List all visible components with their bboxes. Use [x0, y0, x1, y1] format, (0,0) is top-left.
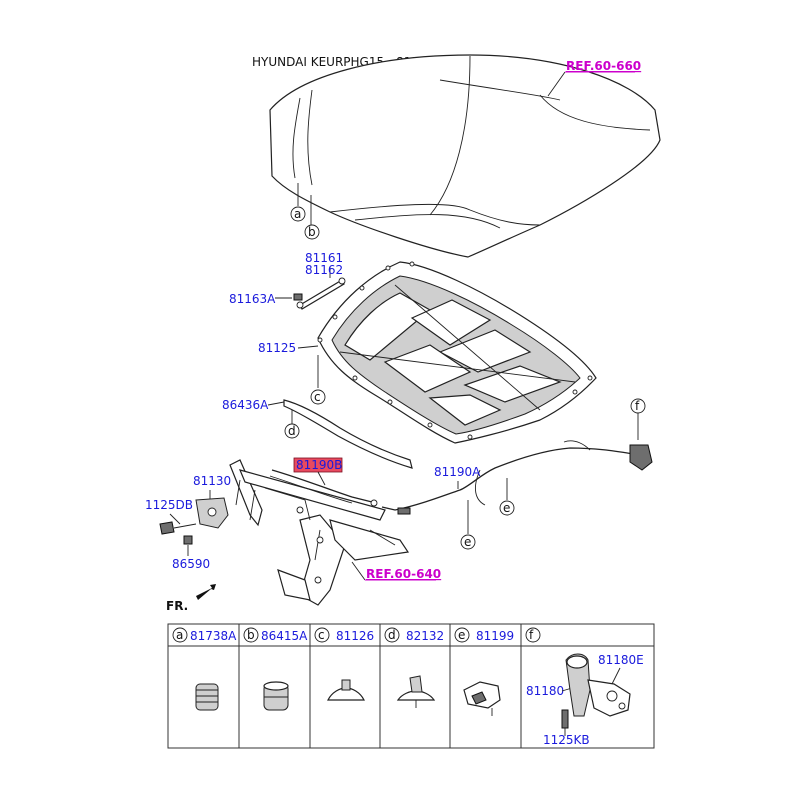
callout-f-letter: f	[635, 399, 640, 413]
callout-e-circle-2	[499, 500, 515, 516]
legend-cell-b: b 86415A	[243, 627, 308, 643]
callout-e-letter-2: e	[503, 501, 510, 515]
callout-d-circle	[284, 423, 300, 439]
legend-part-86415A[interactable]: 86415A	[261, 629, 308, 643]
ref-bottom[interactable]: REF.60-640	[366, 567, 441, 581]
release-handle	[629, 444, 653, 471]
legend-cell-d: d 82132	[384, 627, 444, 643]
callout-86590[interactable]: 86590	[172, 557, 210, 571]
legend-cell-f: f	[525, 627, 541, 643]
callout-81130[interactable]: 81130	[193, 474, 231, 488]
callout-1125DB[interactable]: 1125DB	[145, 498, 193, 512]
legend-part-82132[interactable]: 82132	[406, 629, 444, 643]
legend-part-81738A[interactable]: 81738A	[190, 629, 237, 643]
legend-part-1125KB[interactable]: 1125KB	[543, 733, 590, 747]
front-label: FR.	[166, 599, 188, 613]
svg-text:a: a	[176, 628, 183, 642]
svg-text:e: e	[458, 628, 465, 642]
callout-b-circle	[304, 224, 320, 240]
hood-lift-rod	[299, 279, 345, 310]
bolt-1125DB	[159, 521, 175, 535]
legend-part-81180E[interactable]: 81180E	[598, 653, 644, 667]
callout-81125[interactable]: 81125	[258, 341, 296, 355]
hood-inner-panel	[317, 261, 597, 444]
front-arrow-icon	[196, 584, 216, 600]
callout-86436A[interactable]: 86436A	[222, 398, 269, 412]
callout-81190A[interactable]: 81190A	[434, 465, 481, 479]
legend-cell-a: a 81738A	[172, 627, 237, 643]
screw-1125KB	[561, 709, 569, 729]
legend-cell-c: c 81126	[314, 627, 374, 643]
svg-text:b: b	[247, 628, 255, 642]
legend-table	[167, 623, 655, 749]
callout-a-letter: a	[294, 207, 301, 221]
callout-c-letter: c	[314, 390, 321, 404]
callout-d-letter: d	[288, 424, 296, 438]
hood-release-handle-assembly	[565, 653, 631, 717]
bumper-stop-icon-b	[263, 681, 289, 711]
legend-cell-e: e 81199	[454, 627, 514, 643]
svg-text:f: f	[529, 628, 534, 642]
callout-c-circle	[310, 389, 326, 405]
callout-e-letter-1: e	[464, 535, 471, 549]
ref-top[interactable]: REF.60-660	[566, 59, 641, 73]
callout-b-letter: b	[308, 225, 316, 239]
legend-part-81126[interactable]: 81126	[336, 629, 374, 643]
hood-panel	[269, 54, 661, 258]
callout-a-circle	[290, 206, 306, 222]
callout-81190B[interactable]: 81190B	[296, 458, 342, 472]
clip-86590	[183, 535, 193, 545]
clip-icon-c	[327, 679, 365, 701]
callout-e-circle-1	[460, 534, 476, 550]
bumper-stop-icon-a	[195, 683, 219, 711]
clip-81163A	[293, 293, 303, 301]
clip-icon-d	[396, 675, 436, 708]
callout-81161[interactable]: 81161	[305, 251, 343, 265]
legend-part-81199[interactable]: 81199	[476, 629, 514, 643]
callout-81162[interactable]: 81162	[305, 263, 343, 277]
clip-icon-e	[463, 681, 501, 716]
callout-81163A[interactable]: 81163A	[229, 292, 276, 306]
svg-text:d: d	[388, 628, 396, 642]
radiator-support-frame	[229, 459, 410, 606]
hood-inner-holes	[317, 261, 593, 440]
hood-seal	[283, 399, 413, 469]
cable-end	[397, 507, 411, 515]
svg-text:c: c	[318, 628, 325, 642]
legend-part-81180[interactable]: 81180	[526, 684, 564, 698]
